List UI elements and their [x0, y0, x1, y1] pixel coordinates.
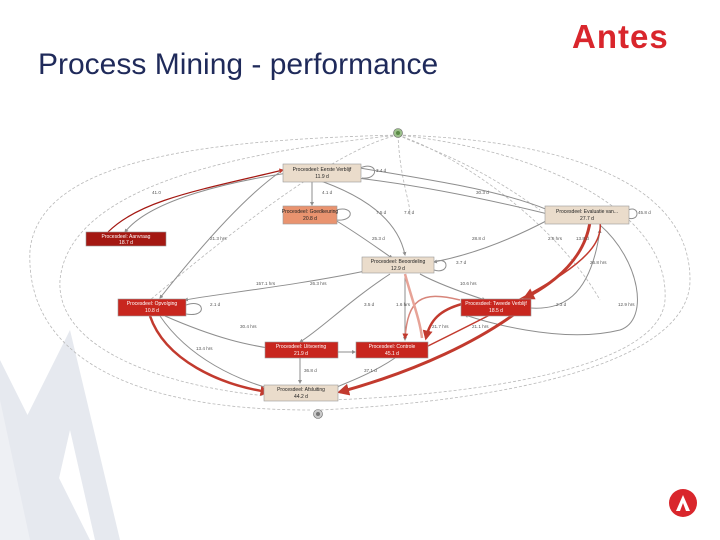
edge-label: 157.1 hrs — [256, 281, 276, 286]
edge-label: 13.4 hrs — [196, 346, 213, 351]
edge-label: 26.3 hrs — [310, 281, 327, 286]
edge-label: 26.8 hrs — [590, 260, 607, 265]
node-label: Procesdeel: Evaluatie van... — [556, 209, 618, 215]
edge-label: 3.7 d — [456, 260, 467, 265]
edge-label: 45.8 d — [638, 210, 651, 215]
end-circle-icon — [313, 409, 323, 419]
node-label: Procesdeel: Uitvoering — [276, 344, 327, 350]
edge-label: 37.1 d — [364, 368, 377, 373]
antes-a-logo-icon — [669, 489, 697, 517]
edge-label: 7.5 d — [376, 210, 387, 215]
edge-label: 4.1 d — [322, 190, 333, 195]
edge-label: 28.8 d — [472, 236, 485, 241]
activity-node[interactable]: Procesdeel: Opvolging 10.8 d — [117, 298, 187, 317]
edge-label: 30.4 hrs — [240, 324, 257, 329]
node-label: Procesdeel: Tweede Verblijf — [465, 301, 527, 307]
edge-label: 2.5 hrs — [548, 236, 563, 241]
brand-logo-text: Antes — [572, 18, 669, 55]
critical-path-edges — [107, 168, 601, 396]
node-label: Procesdeel: Aanvraag — [102, 234, 151, 240]
activity-node[interactable]: Procesdeel: Uitvoering 21.9 d — [264, 341, 339, 359]
activity-node[interactable]: Procesdeel: Tweede Verblijf 18.5 d — [460, 298, 532, 317]
solid-edges — [124, 167, 638, 390]
edge-label: 21.3 hrs — [210, 236, 227, 241]
node-label: Procesdeel: Opvolging — [127, 301, 178, 307]
edge-label: 3.5 d — [364, 302, 375, 307]
node-duration: 18.7 d — [119, 240, 133, 246]
edge-label: 2.1 d — [210, 302, 221, 307]
node-duration: 10.8 d — [145, 308, 159, 314]
edge-label: 7.6 d — [404, 210, 415, 215]
slide-title: Process Mining - performance — [38, 48, 439, 81]
node-label: Procesdeel: Beoordeling — [371, 259, 426, 265]
edge-label: 10.6 hrs — [460, 281, 477, 286]
node-duration: 44.2 d — [294, 394, 308, 400]
activity-node[interactable]: Procesdeel: Beoordeling 12.9 d — [361, 256, 435, 274]
self-loop-edges — [185, 165, 638, 315]
edge-label: 41.0 — [152, 190, 161, 195]
edge-label: 30.3 d — [476, 190, 489, 195]
edge-label: 12.9 hrs — [618, 302, 635, 307]
activity-node[interactable]: Procesdeel: Evaluatie van... 27.7 d — [544, 205, 630, 225]
brand-logo: Antes — [572, 18, 669, 56]
edge-label: 36.8 d — [304, 368, 317, 373]
edge-label: 3.4 d — [376, 168, 387, 173]
edge-label: 21.7 hrs — [432, 324, 449, 329]
activity-node[interactable]: Procesdeel: Goedkeuring 20.8 d — [282, 205, 339, 225]
node-label: Procesdeel: Goedkeuring — [282, 209, 339, 215]
edge-label: 2.3 d — [556, 302, 567, 307]
node-duration: 20.8 d — [303, 216, 317, 222]
node-duration: 18.5 d — [489, 308, 503, 314]
start-circle-icon — [393, 128, 403, 138]
node-label: Procesdeel: Eerste Verblijf — [293, 167, 352, 173]
node-label: Procesdeel: Afsluiting — [277, 387, 325, 393]
edge-label: 13.8 d — [576, 236, 589, 241]
node-duration: 11.9 d — [315, 174, 329, 180]
activity-node[interactable]: Procesdeel: Controle 45.1 d — [355, 341, 429, 359]
edge-label: 21.1 hrs — [472, 324, 489, 329]
activity-node[interactable]: Procesdeel: Aanvraag 18.7 d — [85, 231, 167, 247]
activity-node[interactable]: Procesdeel: Afsluiting 44.2 d — [263, 384, 339, 402]
node-duration: 45.1 d — [385, 351, 399, 357]
node-duration: 12.9 d — [391, 266, 405, 272]
node-duration: 21.9 d — [294, 351, 308, 357]
edge-label: 1.6 hrs — [396, 302, 411, 307]
activity-node[interactable]: Procesdeel: Eerste Verblijf 11.9 d — [282, 163, 362, 183]
node-duration: 27.7 d — [580, 216, 594, 222]
edge-labels: 3.4 d 41.0 4.1 d 30.3 d 7.5 d 7.6 d 45.8… — [152, 168, 651, 373]
edge-label: 25.3 d — [372, 236, 385, 241]
node-label: Procesdeel: Controle — [369, 344, 416, 350]
